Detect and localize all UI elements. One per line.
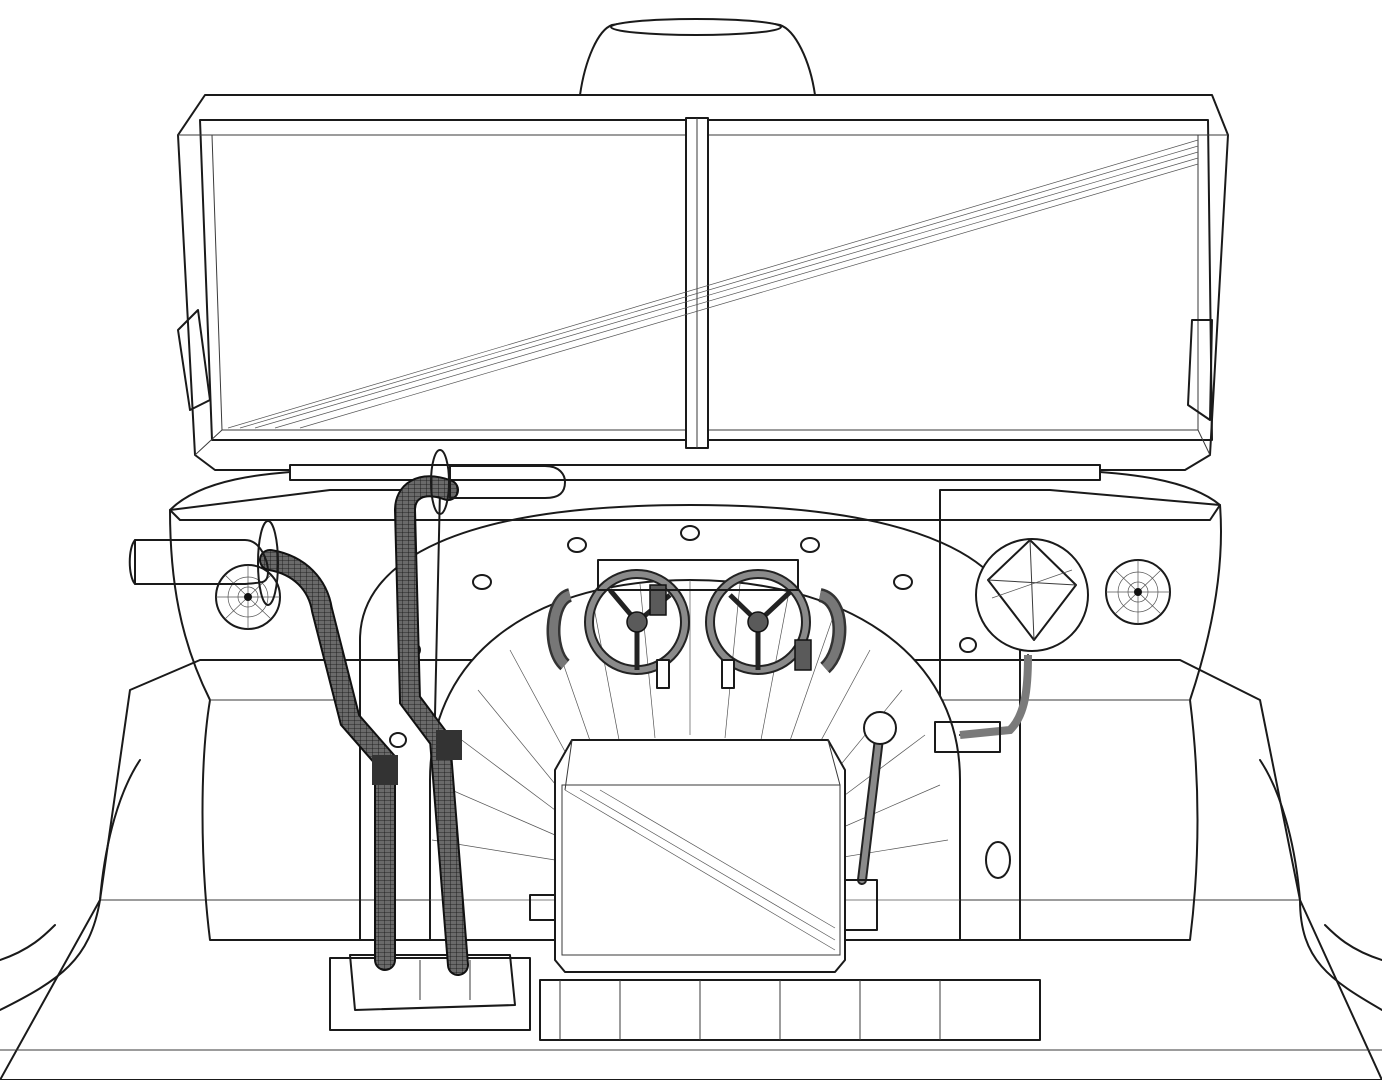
- left-valve-wheel: [546, 569, 690, 689]
- fender-outlines: [0, 759, 1382, 961]
- right-air-vent: [1105, 559, 1171, 625]
- left-air-vent: [215, 564, 281, 630]
- right-body-pillar: [939, 489, 1222, 941]
- center-glovebox: [529, 739, 846, 973]
- right-valve-wheel: [705, 569, 847, 689]
- right-gear-lever: [393, 449, 566, 976]
- left-gear-lever: [128, 520, 398, 971]
- pressure-gauge-icon: [934, 538, 1089, 753]
- switch-block: [597, 559, 799, 591]
- gear-lever-base: [329, 954, 531, 1031]
- windshield: [177, 94, 1229, 481]
- floor-panel: [0, 659, 1382, 1080]
- roof-beacon: [579, 18, 816, 96]
- throttle-lever: [844, 711, 897, 931]
